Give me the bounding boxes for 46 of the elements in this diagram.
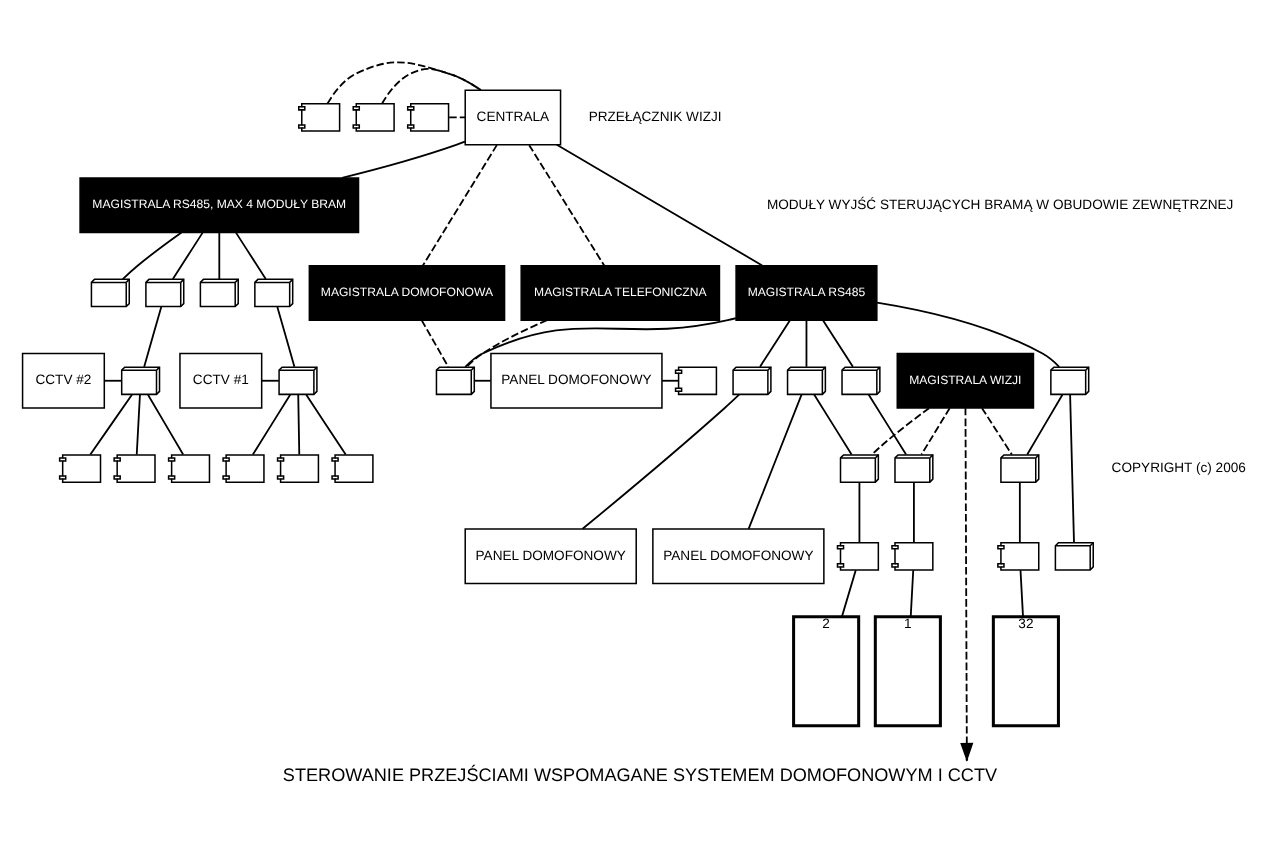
connector: [871, 406, 930, 455]
connector: [218, 230, 221, 279]
connector: [841, 568, 857, 617]
connector: [555, 142, 764, 266]
connector: [759, 318, 791, 367]
connector: [251, 392, 292, 455]
connector: [260, 378, 280, 381]
connector: [235, 230, 267, 279]
connector: [867, 392, 907, 455]
connector: [147, 392, 185, 455]
connector: [420, 318, 450, 367]
connector: [858, 480, 861, 543]
connector: [805, 318, 808, 367]
connector: [341, 139, 466, 178]
connector: [421, 143, 498, 266]
connector: [1018, 480, 1021, 543]
connector: [171, 230, 204, 279]
connector: [1069, 392, 1075, 543]
connector: [326, 60, 482, 104]
connector: [1019, 568, 1024, 617]
connector: [89, 392, 133, 455]
connector: [276, 305, 296, 367]
connector: [135, 392, 141, 455]
connector: [448, 115, 466, 118]
connector: [909, 568, 915, 617]
connector: [747, 392, 803, 529]
connector: [121, 230, 183, 279]
connector: [305, 392, 347, 455]
connector: [464, 316, 737, 367]
caption: STEROWANIE PRZEJŚCIAMI WSPOMAGANE SYSTEMEM DOMOFONOWYM I CCTV: [282, 763, 998, 784]
connector: [143, 305, 163, 367]
connector: [913, 480, 915, 543]
connector: [297, 392, 301, 455]
connector: [876, 300, 1061, 367]
connector: [813, 392, 853, 455]
connector: [465, 318, 548, 367]
connector: [822, 318, 854, 367]
connector: [473, 378, 492, 381]
connector: [920, 406, 951, 455]
connector: [1026, 392, 1064, 455]
connector: [661, 378, 679, 381]
connector: [103, 378, 123, 381]
connector: [981, 406, 1013, 455]
connector: [528, 143, 606, 266]
connector: [381, 67, 482, 104]
connector: [581, 392, 741, 529]
